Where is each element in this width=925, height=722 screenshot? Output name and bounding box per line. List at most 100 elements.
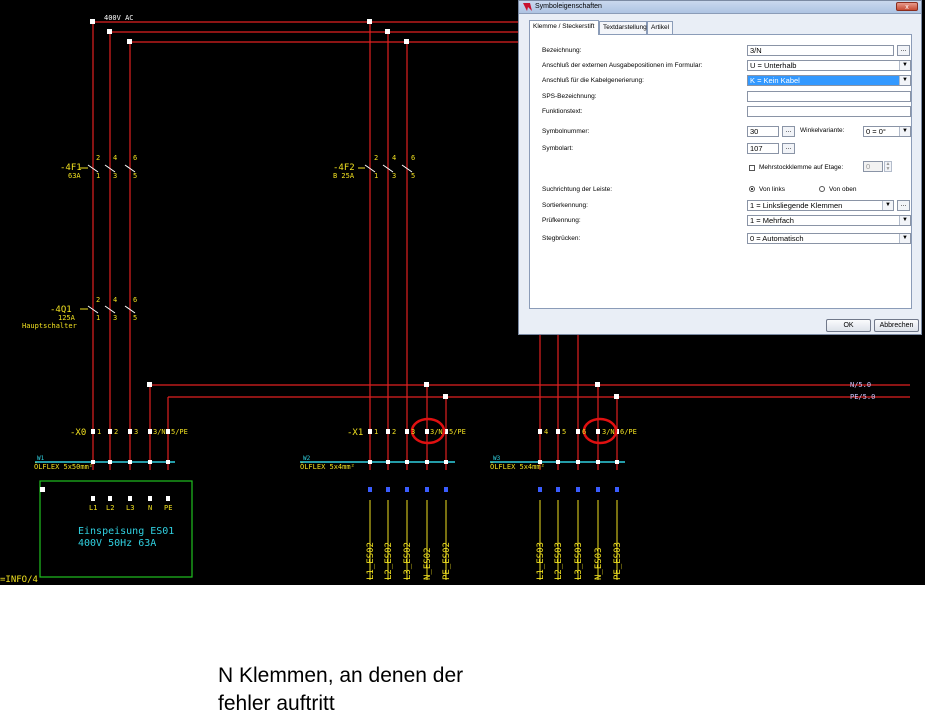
x1-term-1: 1 [374, 428, 378, 436]
etage-input[interactable]: 0 [863, 161, 883, 172]
close-button[interactable]: x [896, 2, 918, 11]
pruef-value: 1 = Mehrfach [750, 216, 794, 225]
anschluss-formular-select[interactable]: U = Unterhalb▼ [747, 60, 911, 71]
wire-l2-es03: L2_ES03 [554, 542, 564, 580]
cable-w1-type: ÖLFLEX 5x50mm² [34, 462, 93, 471]
feed-box-line1: Einspeisung ES01 [78, 526, 174, 537]
cable-w3-type: ÖLFLEX 5x4mm² [490, 462, 545, 471]
chevron-down-icon: ▼ [899, 61, 910, 70]
wire-n-es03: N_ES03 [594, 547, 604, 580]
sortier-browse-button[interactable]: ... [897, 200, 910, 211]
x2-term-6: 6 [582, 428, 586, 436]
winkelvariante-select[interactable]: 0 = 0° ▼ [863, 126, 911, 137]
label-von-links: Von links [759, 186, 786, 193]
fuse1-rating: 63A [68, 172, 81, 180]
ok-button[interactable]: OK [826, 319, 871, 332]
feed-term-n: N [148, 504, 152, 512]
label-bezeichnung: Bezeichnung: [542, 47, 582, 54]
tab-textdarstellung[interactable]: Textdarstellung [599, 21, 647, 34]
wire-l1-es03: L1_ES03 [536, 542, 546, 580]
anschluss-kabel-value: K = Kein Kabel [750, 76, 800, 85]
bezeichnung-browse-button[interactable]: ... [897, 45, 910, 56]
feed-box-line2: 400V 50Hz 63A [78, 538, 156, 549]
radio-von-links[interactable] [749, 186, 755, 192]
label-sortier: Sortierkennung: [542, 202, 588, 209]
label-mehrstock: Mehrstockklemme auf Etage: [759, 164, 844, 171]
bezeichnung-input[interactable]: 3/N [747, 45, 894, 56]
chevron-down-icon: ▼ [899, 127, 910, 136]
symbolart-input[interactable]: 107 [747, 143, 779, 154]
cable-w1-tag: W1 [37, 455, 45, 462]
pin-top-8: 4 [113, 296, 117, 304]
x2-term-4: 4 [544, 428, 548, 436]
winkelvariante-value: 0 = 0° [866, 127, 886, 136]
label-symbolart: Symbolart: [542, 145, 574, 152]
x0-term-pe: 5/PE [171, 428, 188, 436]
switch-symbols [80, 164, 413, 314]
wire-l1-es02: L1_ES02 [366, 542, 376, 580]
x0-term-2: 2 [114, 428, 118, 436]
label-pruef: Prüfkennung: [542, 217, 581, 224]
mehrstock-checkbox[interactable] [749, 165, 755, 171]
schematic-drawing: 400V AC -4F1 63A -4F2 B 25A -4Q1 125A Ha… [0, 14, 910, 585]
pin-bottom-9: 5 [133, 314, 137, 322]
symbolnummer-input[interactable]: 30 [747, 126, 779, 137]
tab-textdarstellung-label: Textdarstellung [603, 24, 647, 31]
funktionstext-input[interactable] [747, 106, 911, 117]
symbolart-browse-button[interactable]: ... [782, 143, 795, 154]
pin-bottom-6: 5 [411, 172, 415, 180]
bus-pe-label: PE/5.0 [850, 393, 875, 401]
chevron-down-icon: ▼ [899, 216, 910, 225]
ellipsis-label: ... [785, 127, 792, 134]
pin-top-3: 6 [133, 154, 137, 162]
pin-bottom-7: 1 [96, 314, 100, 322]
dialog-titlebar[interactable]: Symboleigenschaften x [519, 1, 921, 14]
symbolnummer-browse-button[interactable]: ... [782, 126, 795, 137]
cancel-button[interactable]: Abbrechen [874, 319, 919, 332]
x1-term-n: 3/N [430, 428, 443, 436]
sps-input[interactable] [747, 91, 911, 102]
symbolart-value: 107 [750, 144, 763, 153]
switch-tag: -4Q1 [50, 305, 72, 315]
radio-von-oben[interactable] [819, 186, 825, 192]
ellipsis-label: ... [785, 144, 792, 151]
cable-w2-tag: W2 [303, 455, 311, 462]
chevron-down-icon: ▼ [882, 201, 893, 210]
ellipsis-label: ... [900, 201, 907, 208]
wire-l3-es02: L3_ES02 [403, 542, 413, 580]
pruef-select[interactable]: 1 = Mehrfach ▼ [747, 215, 911, 226]
pin-top-7: 2 [96, 296, 100, 304]
chevron-down-icon: ▼ [899, 234, 910, 243]
etage-spinner[interactable]: ▲▼ [884, 161, 892, 172]
sortier-select[interactable]: 1 = Linksliegende Klemmen▼ [747, 200, 894, 211]
fuse2-tag: -4F2 [333, 163, 355, 173]
feed-term-l1: L1 [89, 504, 97, 512]
pin-bottom-4: 1 [374, 172, 378, 180]
pin-top-9: 6 [133, 296, 137, 304]
terminal-markers [91, 429, 619, 501]
symbol-properties-dialog[interactable]: Symboleigenschaften x Klemme / Steckerst… [518, 0, 922, 335]
label-von-oben: Von oben [829, 186, 857, 193]
label-anschluss-kabel: Anschluß für die Kabelgenerierung: [542, 77, 644, 84]
label-suchrichtung: Suchrichtung der Leiste: [542, 186, 613, 193]
tab-artikel-label: Artikel [651, 24, 670, 31]
steg-select[interactable]: 0 = Automatisch▼ [747, 233, 911, 244]
pin-top-1: 2 [96, 154, 100, 162]
wire-pe-es02: PE_ES02 [442, 542, 452, 580]
terminal-x0-tag: -X0 [70, 428, 86, 438]
anschluss-kabel-select[interactable]: K = Kein Kabel▼ [747, 75, 911, 86]
tab-klemme[interactable]: Klemme / Steckerstift [529, 20, 599, 35]
x1-term-2: 2 [392, 428, 396, 436]
feed-term-l2: L2 [106, 504, 114, 512]
properties-panel: Bezeichnung: 3/N ... Anschluß der extern… [529, 34, 912, 309]
x0-term-3: 3 [134, 428, 138, 436]
fuse1-tag: -4F1 [60, 163, 82, 173]
app-logo-icon [523, 3, 532, 11]
pin-top-6: 6 [411, 154, 415, 162]
pin-top-5: 4 [392, 154, 396, 162]
cancel-label: Abbrechen [879, 322, 914, 329]
label-steg: Stegbrücken: [542, 235, 581, 242]
caption-line-1: N Klemmen, an denen der [218, 664, 464, 687]
close-icon: x [905, 4, 909, 11]
tab-artikel[interactable]: Artikel [647, 21, 673, 34]
